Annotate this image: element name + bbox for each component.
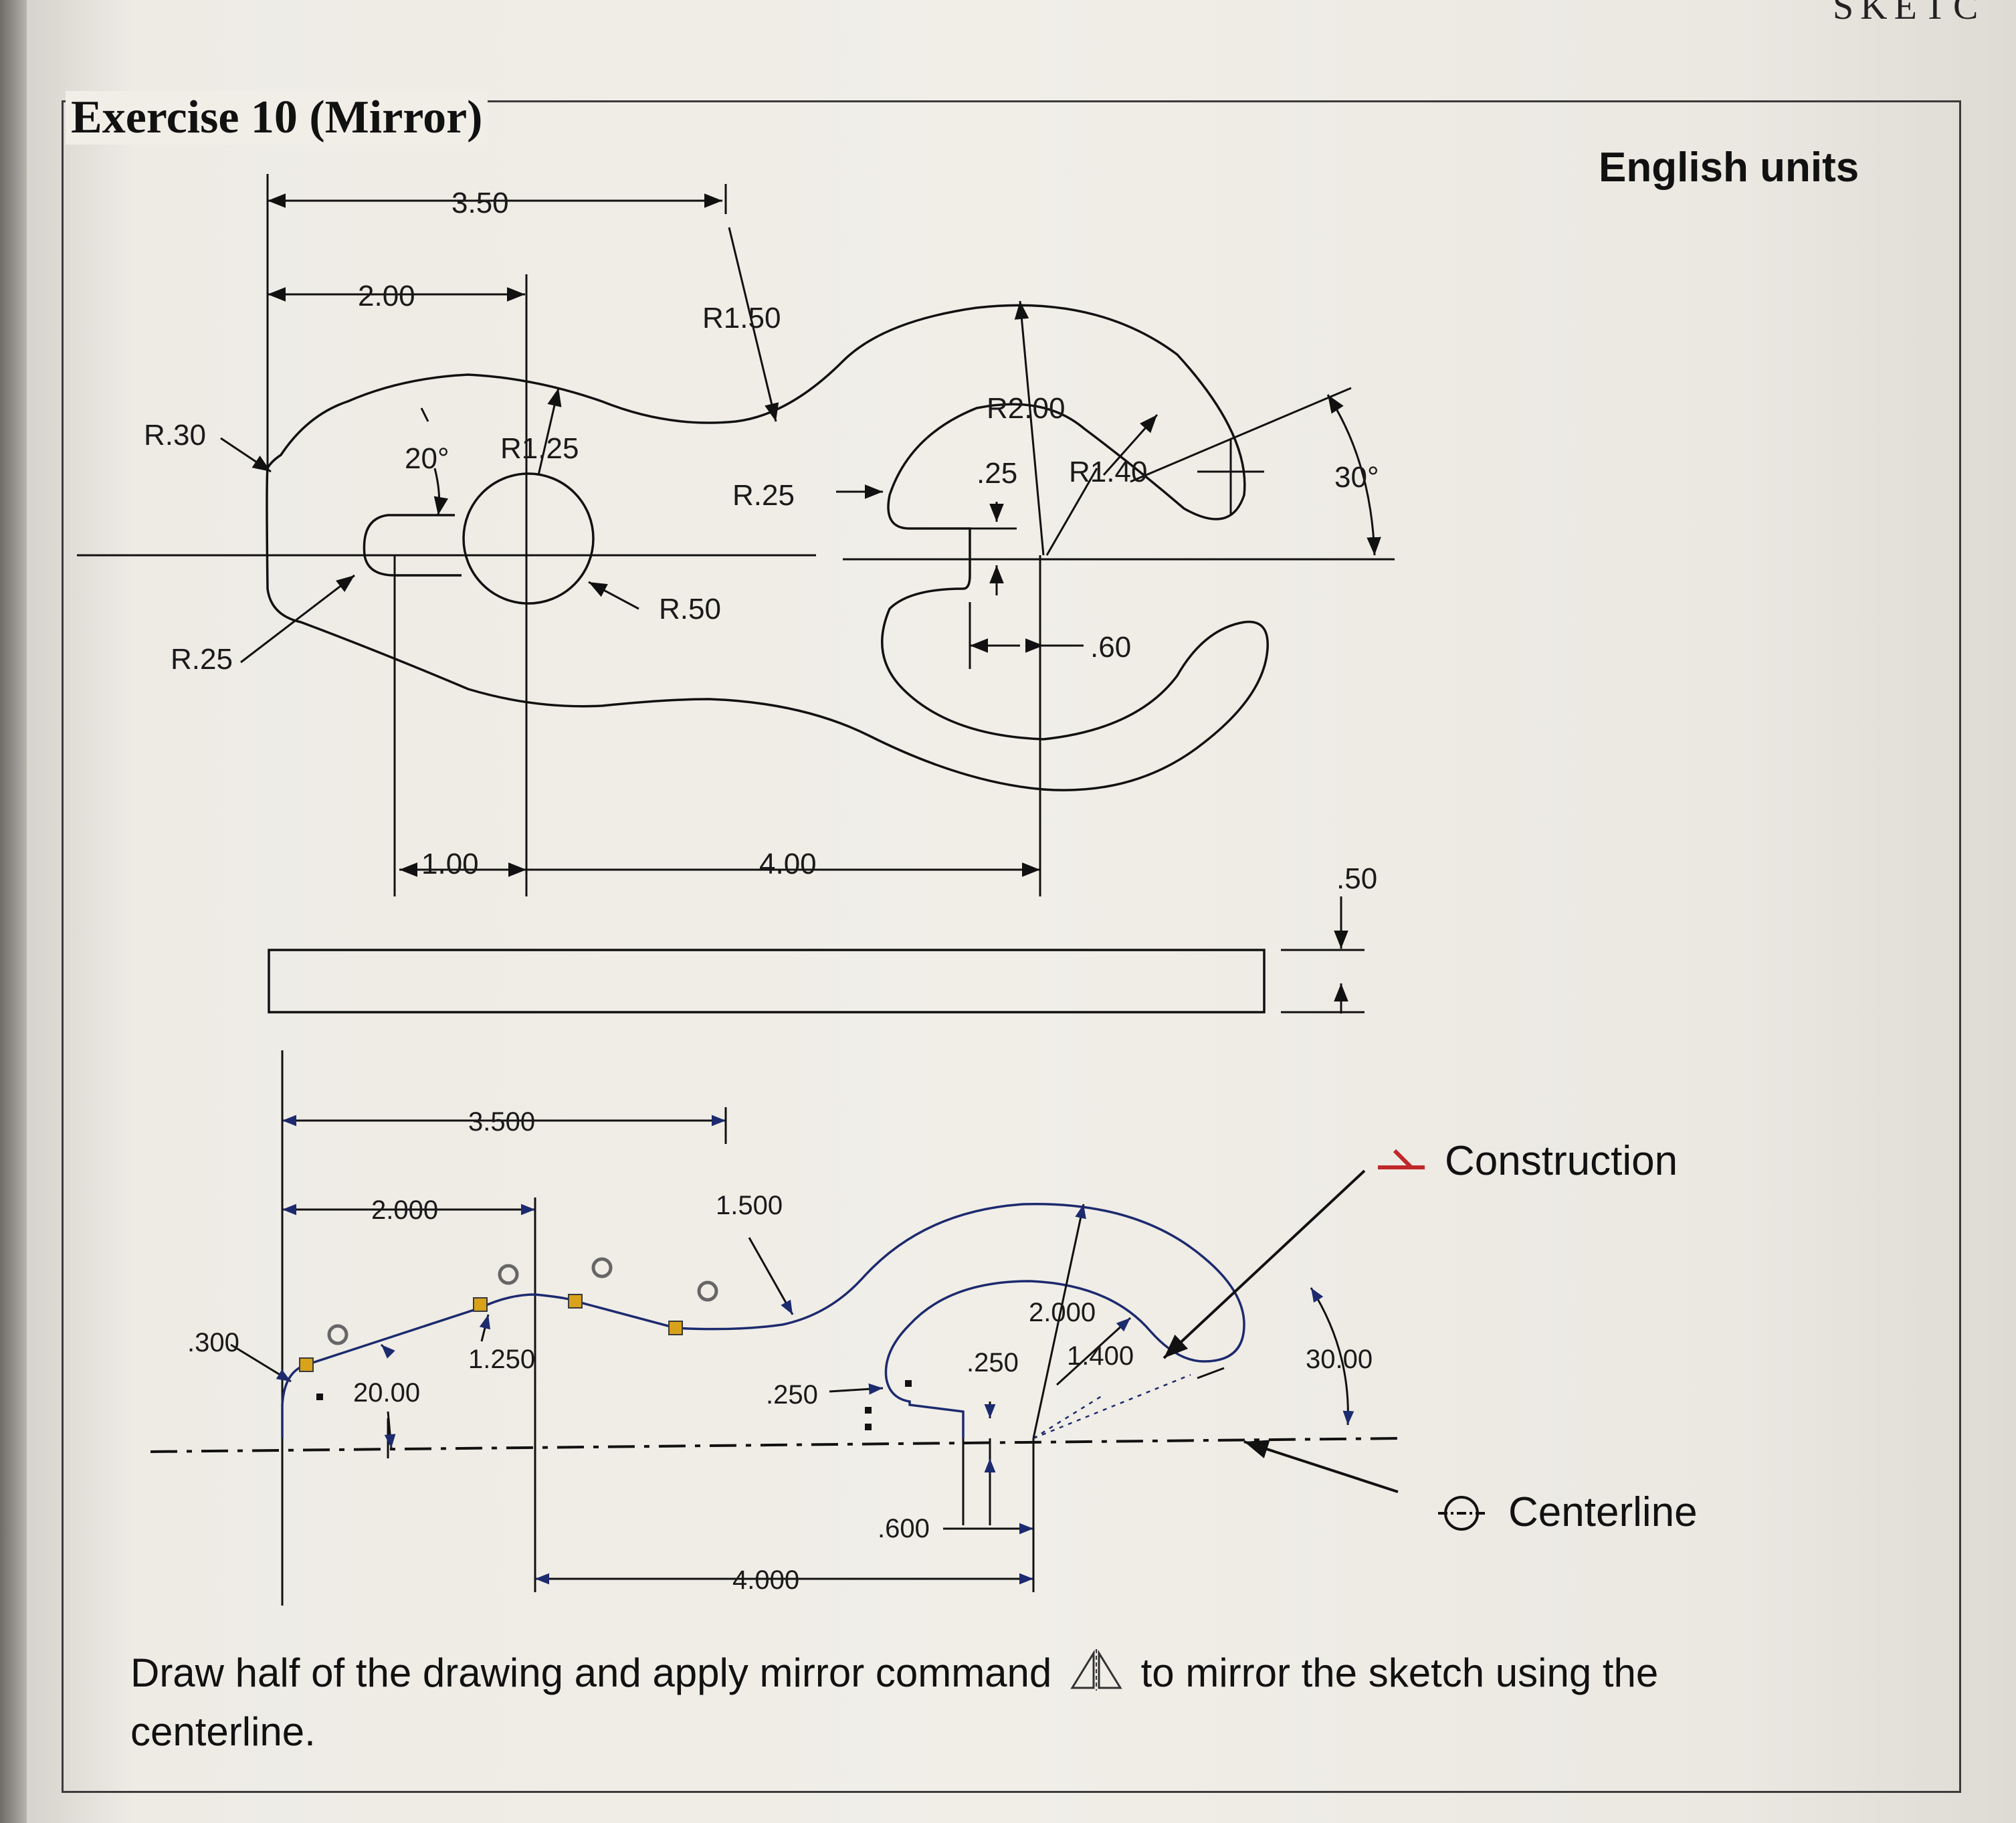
- dim-r-25-inner: R.25: [732, 479, 795, 512]
- centerline-icon: [1438, 1496, 1485, 1531]
- tangent-icon-1: [327, 1324, 348, 1345]
- dim-r1-25: R1.25: [500, 432, 579, 465]
- dim-r-25-left: R.25: [171, 643, 233, 676]
- sketch-dim-2-000-radius: 2.000: [1029, 1298, 1096, 1327]
- dim-2-00: 2.00: [358, 280, 415, 312]
- sketch-dim-250: .250: [766, 1380, 818, 1410]
- part-drawing: [77, 174, 1395, 1014]
- dim-overall-length: 3.50: [451, 187, 509, 219]
- dim-r-50: R.50: [659, 593, 721, 626]
- sketch-dim-1-400: 1.400: [1067, 1341, 1134, 1371]
- keyhole-circle: [462, 472, 595, 605]
- coincident-marker-2: [473, 1297, 488, 1312]
- tangent-icon-4: [697, 1280, 718, 1302]
- sketch-centerline: [150, 1437, 1399, 1453]
- dim-spacing-1-00: 1.00: [421, 848, 479, 880]
- keyhole-slot: [363, 514, 462, 577]
- running-head: SKETC: [1833, 0, 1985, 27]
- instruction-part-2: to mirror the sketch using the centerlin…: [130, 1650, 1659, 1754]
- sketch-dim-gap-250: .250: [967, 1348, 1019, 1377]
- side-view-rect: [268, 949, 1266, 1014]
- dim-angle-20: 20°: [405, 442, 449, 475]
- tangent-icons: [327, 1257, 718, 1345]
- coincident-marker-3: [568, 1294, 583, 1309]
- dim-width-60: .60: [1090, 631, 1131, 664]
- dim-thickness-50: .50: [1336, 862, 1377, 895]
- mirror-icon: [1070, 1649, 1123, 1705]
- sketch-dimension-labels: 3.500 2.000 1.500 .300 1.250 20.00 .250 …: [187, 1107, 1373, 1595]
- instruction-text: Draw half of the drawing and apply mirro…: [130, 1646, 1843, 1759]
- instruction-part-1: Draw half of the drawing and apply mirro…: [130, 1650, 1052, 1695]
- tangent-icon-3: [591, 1257, 613, 1278]
- dim-r1-50: R1.50: [702, 302, 781, 334]
- sketch-dim-20-00: 20.00: [353, 1378, 420, 1408]
- coincident-marker-4: [668, 1321, 683, 1335]
- units-label: English units: [1599, 145, 1859, 191]
- sketch-dim-600: .600: [878, 1514, 930, 1543]
- dim-angle-30: 30°: [1334, 461, 1379, 494]
- dim-r2-00: R2.00: [987, 392, 1065, 425]
- dim-spacing-4-00: 4.00: [759, 848, 817, 880]
- spine-shadow: [0, 0, 27, 1823]
- tangent-icon-2: [498, 1264, 519, 1285]
- dim-r-30: R.30: [144, 419, 206, 452]
- drawing-dimension-labels: 3.50 2.00 R1.50 R.30 20° R1.25 R.25 R.25…: [144, 187, 1379, 895]
- exercise-title: Exercise 10 (Mirror): [66, 91, 488, 145]
- dim-gap-25: .25: [977, 457, 1017, 490]
- sketch-dim-4-000: 4.000: [732, 1565, 799, 1595]
- sketch-dim-1-250: 1.250: [468, 1345, 535, 1374]
- sketch-dim-300: .300: [187, 1328, 239, 1357]
- legend-centerline-label: Centerline: [1508, 1489, 1698, 1535]
- sketch-dim-1-500: 1.500: [716, 1191, 783, 1220]
- constraint-markers: [299, 1294, 683, 1372]
- legend-construction-label: Construction: [1445, 1138, 1678, 1184]
- sketch-half: [150, 1050, 1399, 1606]
- exercise-frame: [62, 100, 1961, 1793]
- sketch-profile: [281, 1202, 1245, 1438]
- sketch-dim-3-500: 3.500: [468, 1107, 535, 1137]
- coincident-marker-1: [299, 1357, 314, 1372]
- construction-icon: [1378, 1149, 1425, 1169]
- dim-r1-40: R1.40: [1069, 456, 1147, 488]
- sketch-dim-2-000: 2.000: [371, 1195, 438, 1225]
- sketch-dim-30-00: 30.00: [1306, 1345, 1373, 1374]
- outer-profile: [266, 304, 1269, 791]
